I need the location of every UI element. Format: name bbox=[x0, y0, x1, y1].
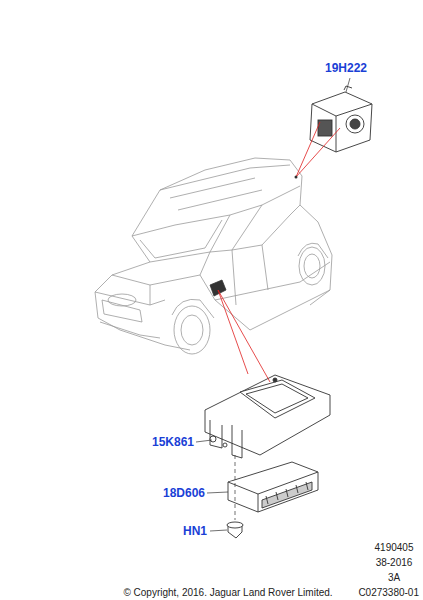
callout-number: 19H222 bbox=[325, 62, 367, 75]
callout-number: 15K861 bbox=[152, 436, 194, 449]
reference-code: 3A bbox=[388, 572, 400, 583]
reference-number: C0273380-01 bbox=[358, 587, 419, 598]
reference-number: 4190405 bbox=[375, 542, 414, 553]
mounting-bracket bbox=[205, 375, 330, 458]
clip-nut bbox=[227, 522, 243, 538]
reference-date: 38-2016 bbox=[376, 557, 413, 568]
callout-number: HN1 bbox=[183, 525, 207, 538]
callout-leaders bbox=[196, 78, 350, 531]
callout-number: 18D606 bbox=[163, 487, 205, 500]
control-module bbox=[228, 462, 318, 512]
copyright-note: © Copyright, 2016. Jaguar Land Rover Lim… bbox=[123, 587, 332, 598]
camera-module bbox=[310, 86, 372, 152]
location-lines bbox=[218, 122, 340, 382]
centre-line bbox=[235, 455, 236, 520]
vehicle-outline bbox=[95, 158, 332, 354]
